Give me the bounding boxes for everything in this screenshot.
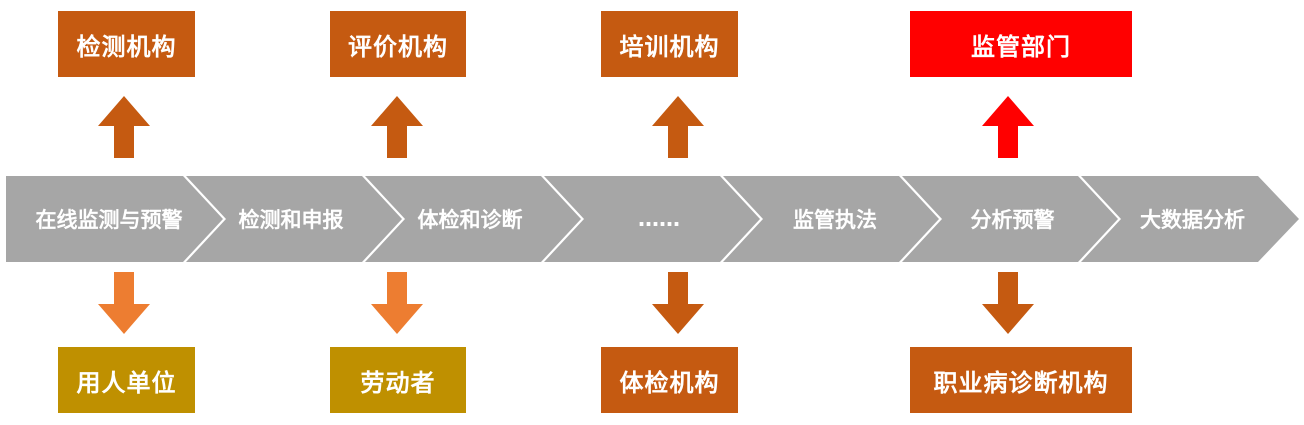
chevron-step-3 bbox=[365, 176, 581, 262]
chevron-step-6 bbox=[902, 176, 1118, 262]
bottom-box-employer: 用人单位 bbox=[58, 347, 195, 413]
top-box-training-agency: 培训机构 bbox=[601, 11, 738, 77]
up-arrow-2 bbox=[371, 96, 423, 158]
down-arrow-1 bbox=[98, 272, 150, 334]
top-box-regulatory-department: 监管部门 bbox=[910, 11, 1132, 77]
up-arrow-3 bbox=[652, 96, 704, 158]
step-label-1: 在线监测与预警 bbox=[35, 208, 183, 232]
bottom-box-medical-exam-agency: 体检机构 bbox=[601, 347, 738, 413]
up-arrow-1 bbox=[98, 96, 150, 158]
chevron-step-2 bbox=[186, 176, 402, 262]
step-label-3: 体检和诊断 bbox=[417, 208, 523, 232]
down-arrow-2 bbox=[371, 272, 423, 334]
down-arrow-4 bbox=[982, 272, 1034, 334]
step-label-2: 检测和申报 bbox=[238, 208, 344, 232]
chevron-step-5 bbox=[723, 176, 939, 262]
chevron-step-4 bbox=[544, 176, 760, 262]
step-label-5: 监管执法 bbox=[793, 208, 877, 232]
bottom-box-worker: 劳动者 bbox=[330, 347, 466, 413]
step-label-4: …… bbox=[638, 207, 680, 231]
bottom-box-occupational-diagnosis-agency: 职业病诊断机构 bbox=[910, 347, 1132, 413]
chevron-step-7 bbox=[1081, 176, 1299, 262]
top-box-testing-agency: 检测机构 bbox=[58, 11, 195, 77]
down-arrow-3 bbox=[652, 272, 704, 334]
top-box-evaluation-agency: 评价机构 bbox=[330, 11, 466, 77]
step-label-7: 大数据分析 bbox=[1140, 208, 1245, 232]
up-arrow-4 bbox=[982, 96, 1034, 158]
step-label-6: 分析预警 bbox=[970, 208, 1055, 232]
chevron-step-1 bbox=[6, 176, 223, 262]
